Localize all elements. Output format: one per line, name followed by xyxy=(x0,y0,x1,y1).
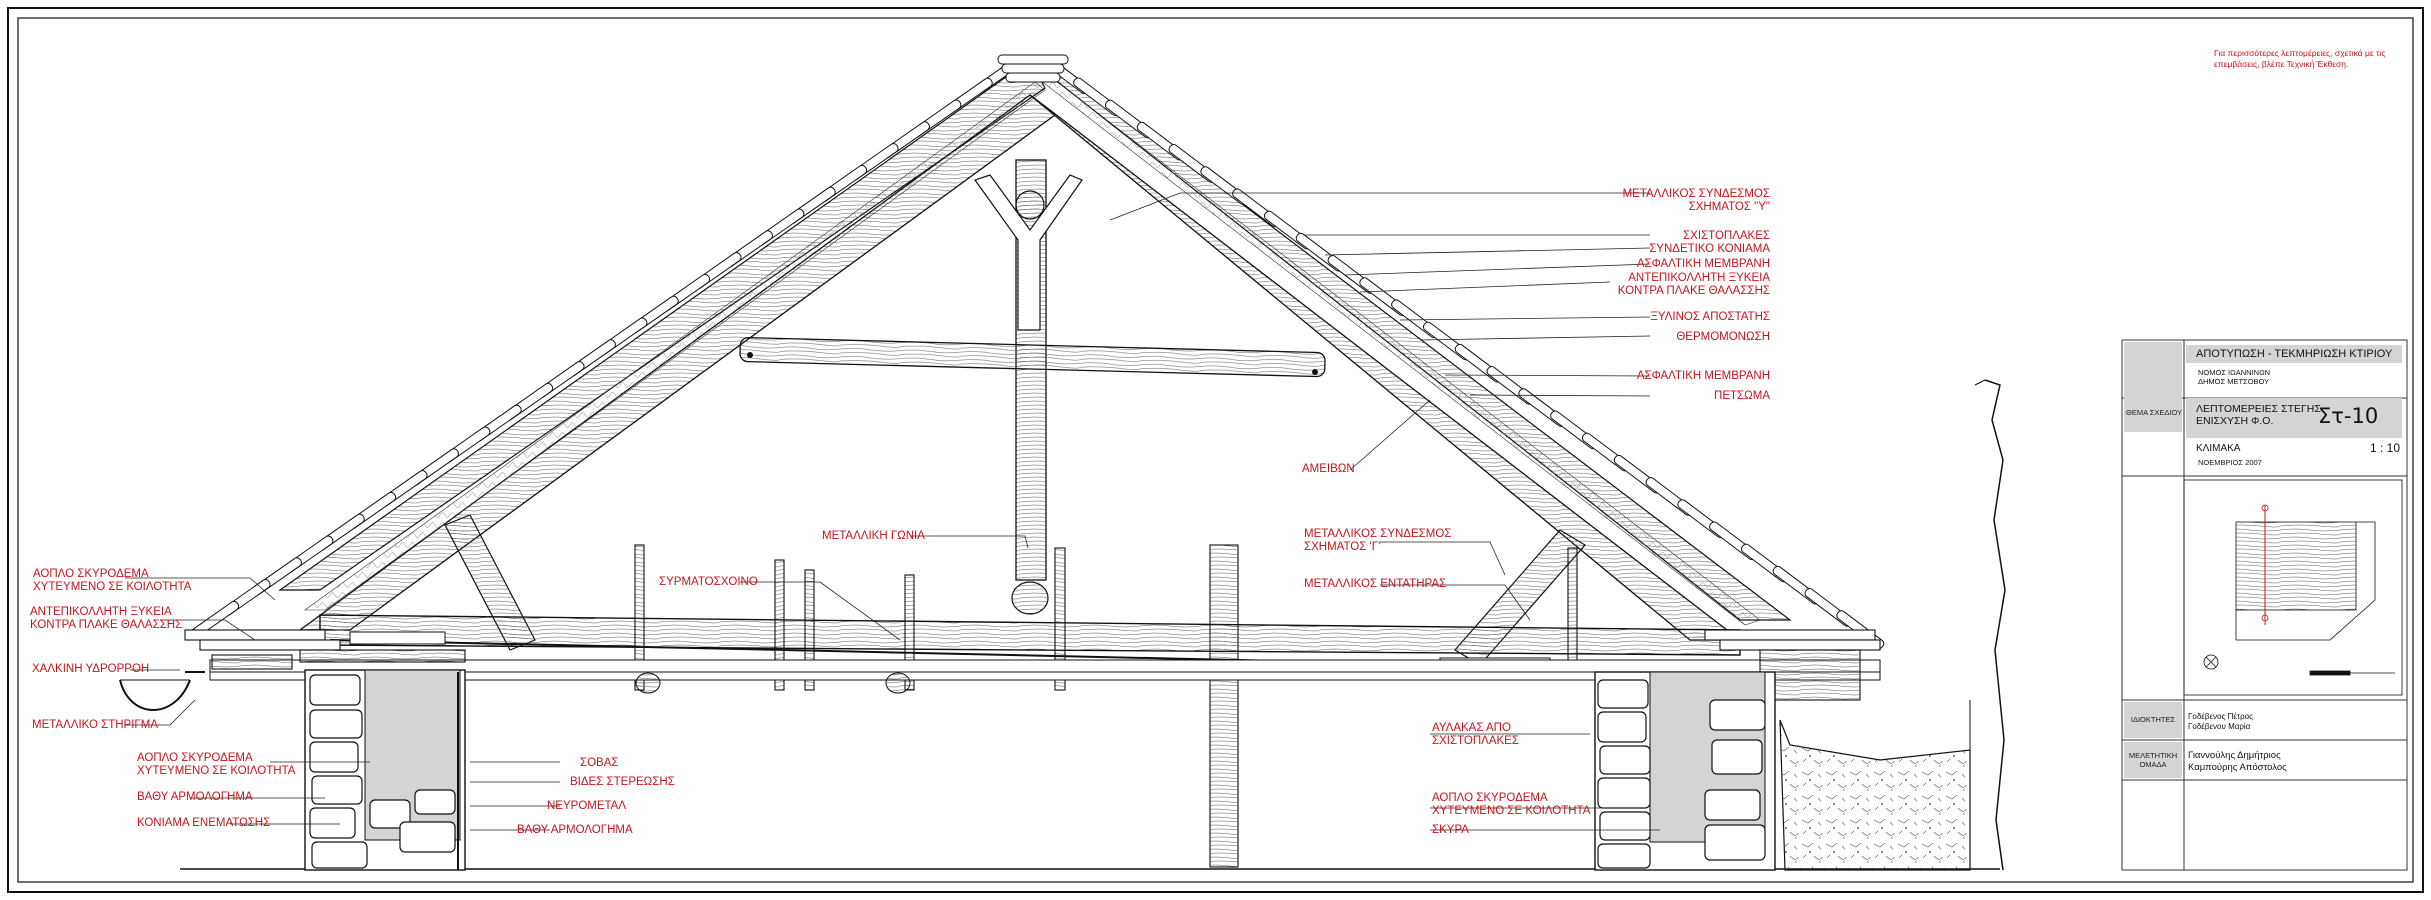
label-plywood-left: ΑΝΤΕΠΙΚΟΛΛΗΤΗ ΞΥΚΕΙΑ ΚΟΝΤΡΑ ΠΛΑΚΕ ΘΑΛΑΣΣ… xyxy=(30,606,183,631)
adjacent-wall-edge xyxy=(1984,379,2006,871)
stone xyxy=(399,821,456,853)
stone xyxy=(309,741,359,773)
key-plan xyxy=(2183,479,2403,696)
label-concrete-left-mid: ΑΟΠΛΟ ΣΚΥΡΟΔΕΜΑ ΧΥΤΕΥΜΕΝΟ ΣΕ ΚΟΙΛΟΤΗΤΑ xyxy=(137,752,296,777)
outer-border xyxy=(7,7,2424,893)
label-screws: ΒΙΔΕΣ ΣΤΕΡΕΩΣΗΣ xyxy=(570,776,675,788)
ridge-beam xyxy=(1015,190,1045,220)
label-metal-angle: ΜΕΤΑΛΛΙΚΗ ΓΩΝΙΑ xyxy=(822,530,925,542)
eaves-right xyxy=(1704,629,1881,701)
inner-border xyxy=(17,17,2414,883)
label-plywood-top: ΑΝΤΕΠΙΚΟΛΛΗΤΗ ΞΥΚΕΙΑ ΚΟΝΤΡΑ ΠΛΑΚΕ ΘΑΛΑΣΣ… xyxy=(1617,272,1770,297)
stone xyxy=(309,807,356,839)
stone xyxy=(414,789,456,815)
owners-label: ΙΔΙΟΚΤΗΤΕΣ xyxy=(2130,715,2176,724)
stone xyxy=(1709,699,1766,731)
label-petsoma: ΠΕΤΣΩΜΑ xyxy=(1714,390,1770,402)
rubble-fill xyxy=(1779,719,1971,871)
title-block-location: ΝΟΜΟΣ ΙΩΑΝΝΙΝΩΝ ΔΗΜΟΣ ΜΕΤΣΟΒΟΥ xyxy=(2198,368,2271,386)
owners: Γοδέβενος Πέτρος Γοδέβενου Μαρία xyxy=(2188,712,2253,731)
date: ΝΟΕΜΒΡΙΟΣ 2007 xyxy=(2198,458,2262,467)
label-ameivon: ΑΜΕΙΒΩΝ xyxy=(1302,463,1355,475)
stone xyxy=(1711,739,1763,775)
stone xyxy=(309,674,361,706)
stone xyxy=(369,799,411,829)
label-membrane-1: ΑΣΦΑΛΤΙΚΗ ΜΕΜΒΡΑΝΗ xyxy=(1636,258,1770,270)
team-label: ΜΕΛΕΤΗΤΙΚΗ ΟΜΑΔΑ xyxy=(2128,751,2178,769)
label-concrete-right: ΑΟΠΛΟ ΣΚΥΡΟΔΕΜΑ ΧΥΤΕΥΜΕΝΟ ΣΕ ΚΟΙΛΟΤΗΤΑ xyxy=(1432,792,1591,817)
stone xyxy=(311,775,363,805)
ceiling-joists xyxy=(209,659,1881,681)
label-insulation: ΘΕΡΜΟΜΟΝΩΣΗ xyxy=(1676,331,1770,343)
wall-left xyxy=(304,669,466,871)
wall-right xyxy=(1594,671,1971,871)
sheet-label: ΘΕΜΑ ΣΧΕΔΙΟΥ xyxy=(2126,408,2183,417)
stone xyxy=(1597,679,1649,709)
technical-note: Για περισσότερες λεπτομέρειες, σχετικά μ… xyxy=(2214,48,2386,69)
label-metal-gamma: ΜΕΤΑΛΛΙΚΟΣ ΣΥΝΔΕΣΜΟΣ ΣΧΗΜΑΤΟΣ 'Γ' xyxy=(1304,528,1452,553)
sheet-label-cell xyxy=(2124,342,2182,432)
stone xyxy=(1704,824,1766,861)
label-tensioner: ΜΕΤΑΛΛΙΚΟΣ ΕΝΤΑΤΗΡΑΣ xyxy=(1304,578,1447,590)
stone xyxy=(1597,843,1651,869)
joist-logs xyxy=(635,672,911,694)
scale-label: ΚΛΙΜΑΚΑ xyxy=(2196,443,2241,454)
stone xyxy=(309,709,363,739)
tie-beam xyxy=(319,614,1741,656)
title-cell xyxy=(2186,345,2402,363)
label-membrane-2: ΑΣΦΑΛΤΙΚΗ ΜΕΜΒΡΑΝΗ xyxy=(1636,370,1770,382)
stone xyxy=(1599,811,1651,841)
team: Γιαννούλης Δημήτριος Καμπούρης Απόστολος xyxy=(2188,750,2287,773)
label-concrete-left-top: ΑΟΠΛΟ ΣΚΥΡΟΔΕΜΑ ΧΥΤΕΥΜΕΝΟ ΣΕ ΚΟΙΛΟΤΗΤΑ xyxy=(33,568,192,593)
title-block-title: ΑΠΟΤΥΠΩΣΗ - ΤΕΚΜΗΡΙΩΣΗ ΚΤΙΡΙΟΥ xyxy=(2196,348,2393,360)
label-slate-channel: ΑΥΛΑΚΑΣ ΑΠΟ ΣΧΙΣΤΟΠΛΑΚΕΣ xyxy=(1432,722,1519,747)
label-spacer: ΞΥΛΙΝΟΣ ΑΠΟΣΤΑΤΗΣ xyxy=(1650,311,1770,323)
metal-y-connector xyxy=(974,174,1083,331)
collar-beam xyxy=(739,336,1326,378)
stone xyxy=(1599,745,1651,775)
label-metal-y: ΜΕΤΑΛΛΙΚΟΣ ΣΥΝΔΕΣΜΟΣ ΣΧΗΜΑΤΟΣ "Υ" xyxy=(1622,188,1770,213)
scale-value: 1 : 10 xyxy=(2370,441,2401,455)
stone xyxy=(1597,711,1647,743)
log-joint xyxy=(1011,581,1049,615)
label-sovas: ΣΟΒΑΣ xyxy=(580,757,619,769)
label-neurometal: ΝΕΥΡΟΜΕΤΑΛ xyxy=(547,800,627,812)
ceiling-posts xyxy=(634,544,1578,868)
sheet-code: Στ-10 xyxy=(2318,404,2379,428)
label-slates: ΣΧΙΣΤΟΠΛΑΚΕΣ xyxy=(1683,230,1770,242)
tensioner-left xyxy=(349,631,446,645)
stone xyxy=(311,841,368,869)
sheet-title-cell xyxy=(2186,398,2402,438)
team-label-cell xyxy=(2124,742,2182,778)
sheet-title: ΛΕΠΤΟΜΕΡΕΙΕΣ ΣΤΕΓΗΣ ΕΝΙΣΧΥΣΗ Φ.Ο. xyxy=(2196,403,2321,427)
label-mortar: ΣΥΝΔΕΤΙΚΟ ΚΟΝΙΑΜΑ xyxy=(1649,243,1770,255)
label-wire-rope: ΣΥΡΜΑΤΟΣΧΟΙΝΟ xyxy=(659,576,758,588)
ridge-cap xyxy=(997,54,1069,83)
label-deep-pointing-right: ΒΑΘΥ ΑΡΜΟΛΟΓΗΜΑ xyxy=(517,824,633,836)
insulation-left xyxy=(304,81,1046,611)
label-bracket: ΜΕΤΑΛΛΙΚΟ ΣΤΗΡΙΓΜΑ xyxy=(32,719,158,731)
label-deep-pointing-left: ΒΑΘΥ ΑΡΜΟΛΟΓΗΜΑ xyxy=(137,791,253,803)
roof-slates-left xyxy=(190,55,1046,639)
label-rubble: ΣΚΥΡΑ xyxy=(1432,824,1469,836)
leader-lines xyxy=(125,192,1660,831)
stone xyxy=(1704,789,1761,821)
owners-label-cell xyxy=(2124,702,2182,738)
copper-gutter xyxy=(119,679,191,711)
label-gutter: ΧΑΛΚΙΝΗ ΥΔΡΟΡΡΟΗ xyxy=(32,663,150,675)
label-injection-mortar: ΚΟΝΙΑΜΑ ΕΝΕΜΑΤΩΣΗΣ xyxy=(137,817,271,829)
stone xyxy=(1597,777,1651,809)
eaves-left xyxy=(184,629,466,670)
